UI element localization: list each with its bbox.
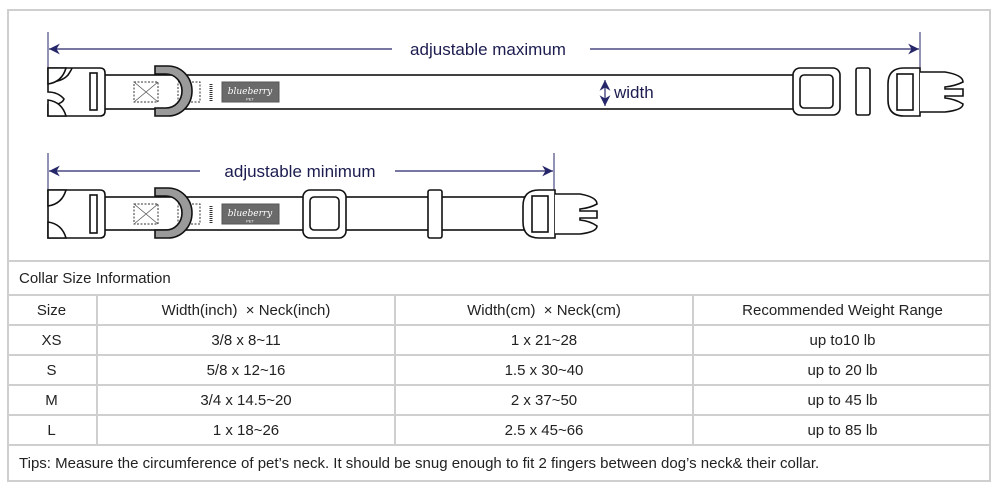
d-ring-icon xyxy=(154,187,193,239)
table-row: M 3/4 x 14.5~20 2 x 37~50 up to 45 lb xyxy=(7,384,991,416)
cm-cell: 1.5 x 30~40 xyxy=(394,354,694,386)
cm-cell: 2 x 37~50 xyxy=(394,384,694,416)
brand-logo: blueberry PET xyxy=(221,81,280,103)
weight-cell: up to 20 lb xyxy=(692,354,991,386)
table-row: L 1 x 18~26 2.5 x 45~66 up to 85 lb xyxy=(7,414,991,446)
inch-cell: 1 x 18~26 xyxy=(96,414,396,446)
header-weight: Recommended Weight Range xyxy=(692,294,991,326)
size-cell: L xyxy=(7,414,98,446)
keeper-loop-icon xyxy=(427,189,443,239)
weight-cell: up to 45 lb xyxy=(692,384,991,416)
collar-maximum: blueberry PET xyxy=(47,32,964,117)
strap xyxy=(96,74,798,110)
outer-frame xyxy=(7,9,991,482)
min-label: adjustable minimum xyxy=(224,162,375,181)
brand-logo: blueberry PET xyxy=(221,203,280,225)
svg-text:blueberry: blueberry xyxy=(228,209,273,219)
size-cell: M xyxy=(7,384,98,416)
inch-cell: 5/8 x 12~16 xyxy=(96,354,396,386)
inch-cell: 3/4 x 14.5~20 xyxy=(96,384,396,416)
size-cell: XS xyxy=(7,324,98,356)
weight-cell: up to10 lb xyxy=(692,324,991,356)
size-cell: S xyxy=(7,354,98,386)
d-ring-icon xyxy=(154,65,193,117)
svg-text:PET: PET xyxy=(246,219,254,224)
collar-size-table: Collar Size Information Size Width(inch)… xyxy=(7,260,991,481)
table-row: S 5/8 x 12~16 1.5 x 30~40 up to 20 lb xyxy=(7,354,991,386)
svg-text:PET: PET xyxy=(246,97,254,102)
header-size: Size xyxy=(7,294,98,326)
collar-minimum: blueberry PET xyxy=(47,153,598,239)
table-caption: Collar Size Information xyxy=(7,260,991,296)
width-label: width xyxy=(613,83,654,102)
max-label: adjustable maximum xyxy=(410,40,566,59)
header-inch: Width(inch) × Neck(inch) xyxy=(96,294,396,326)
inch-cell: 3/8 x 8~11 xyxy=(96,324,396,356)
header-cm: Width(cm) × Neck(cm) xyxy=(394,294,694,326)
table-header-row: Size Width(inch) × Neck(inch) Width(cm) … xyxy=(7,294,991,326)
collar-diagram: blueberry PET adjustable maximum width b… xyxy=(47,32,964,239)
cm-cell: 1 x 21~28 xyxy=(394,324,694,356)
weight-cell: up to 85 lb xyxy=(692,414,991,446)
tips-text: Tips: Measure the circumference of pet’s… xyxy=(7,444,991,481)
keeper-loop-icon xyxy=(855,67,871,116)
svg-text:blueberry: blueberry xyxy=(228,87,273,97)
cm-cell: 2.5 x 45~66 xyxy=(394,414,694,446)
table-row: XS 3/8 x 8~11 1 x 21~28 up to10 lb xyxy=(7,324,991,356)
